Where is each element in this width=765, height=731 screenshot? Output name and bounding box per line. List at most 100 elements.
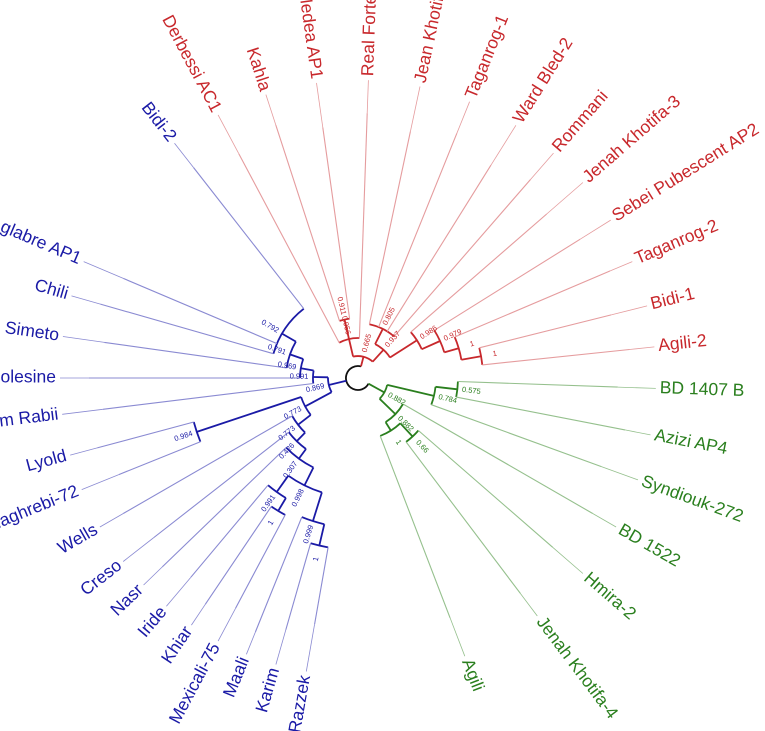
leaf-label: Simeto bbox=[4, 317, 61, 344]
internal-branch bbox=[275, 475, 290, 493]
leaf-label: Bidi-1 bbox=[648, 283, 696, 313]
leaf-connector bbox=[70, 447, 98, 456]
leaf-connector bbox=[305, 624, 315, 672]
support-value: 0.575 bbox=[462, 385, 482, 396]
leaf-connector bbox=[316, 82, 324, 128]
support-value: 1 bbox=[469, 339, 476, 349]
leaf-connector bbox=[410, 86, 421, 132]
leaf-label: Agili bbox=[458, 656, 489, 694]
leaf-branch bbox=[368, 131, 411, 325]
leaf-connector bbox=[629, 346, 655, 350]
internal-branch bbox=[461, 355, 482, 361]
leaf-connector bbox=[546, 182, 584, 215]
support-value: 0.984 bbox=[173, 429, 194, 443]
leaf-connector bbox=[579, 219, 611, 240]
leaf-label: BD 1522 bbox=[615, 519, 684, 570]
branch-arc bbox=[345, 365, 370, 391]
internal-branch bbox=[300, 367, 314, 372]
leaf-connector bbox=[624, 429, 651, 436]
support-value: 1 bbox=[266, 519, 276, 527]
leaf-branch bbox=[235, 514, 286, 609]
internal-branch bbox=[328, 379, 347, 386]
support-value: 0.911 bbox=[335, 296, 348, 316]
support-value: 1 bbox=[311, 556, 321, 562]
leaf-connector bbox=[217, 114, 240, 154]
leaf-connector bbox=[530, 152, 554, 180]
internal-branch bbox=[421, 340, 441, 351]
leaf-connector bbox=[490, 125, 517, 166]
leaf-branch bbox=[204, 506, 272, 605]
leaf-connector bbox=[592, 513, 617, 528]
leaf-branch bbox=[190, 484, 269, 578]
leaf-connector bbox=[122, 537, 155, 562]
leaf-branch bbox=[393, 179, 531, 337]
leaf-connector bbox=[449, 617, 466, 657]
leaf-label: Kahla bbox=[243, 45, 276, 94]
leaf-connector bbox=[246, 631, 256, 655]
leaf-label: Nasr bbox=[106, 580, 147, 620]
support-value: 0.991 bbox=[290, 371, 309, 380]
branch-arc bbox=[287, 474, 323, 494]
leaf-label: Lyold bbox=[24, 445, 69, 475]
leaf-branch bbox=[402, 403, 593, 514]
leaf-connector bbox=[617, 386, 656, 389]
support-value: 0.773 bbox=[282, 404, 303, 421]
internal-branch bbox=[378, 398, 397, 415]
leaf-label: Real Forte AC3 bbox=[357, 0, 381, 77]
leaf-label: Maghrebi-72 bbox=[0, 481, 81, 536]
branch-arc bbox=[352, 355, 374, 363]
support-value: 0.805 bbox=[380, 306, 396, 327]
support-value: 0.66 bbox=[414, 438, 431, 455]
internal-branch bbox=[399, 422, 414, 438]
leaf-label: Mahmoudi glabre AP1 bbox=[0, 182, 84, 268]
internal-branch bbox=[374, 328, 384, 345]
leaf-branch bbox=[358, 113, 368, 339]
leaf-branch bbox=[378, 132, 458, 328]
leaf-label: Chili bbox=[33, 274, 71, 303]
branch-arc bbox=[272, 307, 305, 354]
leaf-connector bbox=[71, 295, 101, 305]
internal-branch bbox=[277, 497, 287, 512]
leaf-label: Taganrog-1 bbox=[461, 12, 513, 102]
leaf-branch bbox=[454, 270, 611, 338]
leaf-label: Polesine bbox=[0, 367, 56, 387]
internal-branch bbox=[312, 492, 323, 522]
leaf-connector bbox=[601, 466, 639, 481]
leaf-branch bbox=[254, 516, 303, 633]
support-value: 0.882 bbox=[386, 390, 407, 407]
leaf-label: Jean Khotifa-2 bbox=[410, 0, 453, 84]
leaf-connector bbox=[265, 94, 277, 126]
branch-arc bbox=[285, 446, 314, 469]
leaf-branch bbox=[193, 167, 305, 310]
leaf-connector bbox=[217, 608, 236, 642]
support-value: 0.665 bbox=[360, 333, 373, 353]
leaf-label: Razzek bbox=[284, 673, 314, 731]
leaf-branch bbox=[285, 543, 312, 631]
internal-branch bbox=[296, 431, 306, 442]
leaf-branch bbox=[379, 435, 451, 619]
leaf-connector bbox=[83, 261, 124, 279]
support-value: 0.791 bbox=[267, 342, 288, 357]
leaf-label: Agili-2 bbox=[657, 330, 707, 355]
leaf-branch bbox=[405, 441, 521, 594]
branch-arc bbox=[378, 384, 389, 400]
leaf-branch bbox=[479, 314, 612, 349]
leaf-label: Ward Bled-2 bbox=[508, 34, 576, 127]
support-value: 0.956 bbox=[340, 315, 353, 335]
support-value: 0.991 bbox=[259, 493, 277, 514]
leaf-branch bbox=[118, 441, 201, 476]
internal-branch bbox=[444, 347, 459, 354]
leaf-label: Azizi AP4 bbox=[653, 424, 730, 458]
leaf-label: Medea AP1 bbox=[295, 0, 327, 80]
support-value: 0.784 bbox=[438, 392, 458, 405]
leaf-label: Hmira-2 bbox=[580, 568, 640, 624]
support-value: 0.869 bbox=[305, 381, 325, 394]
leaf-branch bbox=[418, 430, 554, 548]
branch-arc bbox=[455, 381, 459, 398]
leaf-branch bbox=[431, 404, 602, 468]
leaf-label: Bidi-2 bbox=[138, 98, 181, 146]
leaf-connector bbox=[143, 566, 163, 586]
leaf-branch bbox=[386, 164, 492, 332]
leaf-connector bbox=[552, 546, 584, 574]
